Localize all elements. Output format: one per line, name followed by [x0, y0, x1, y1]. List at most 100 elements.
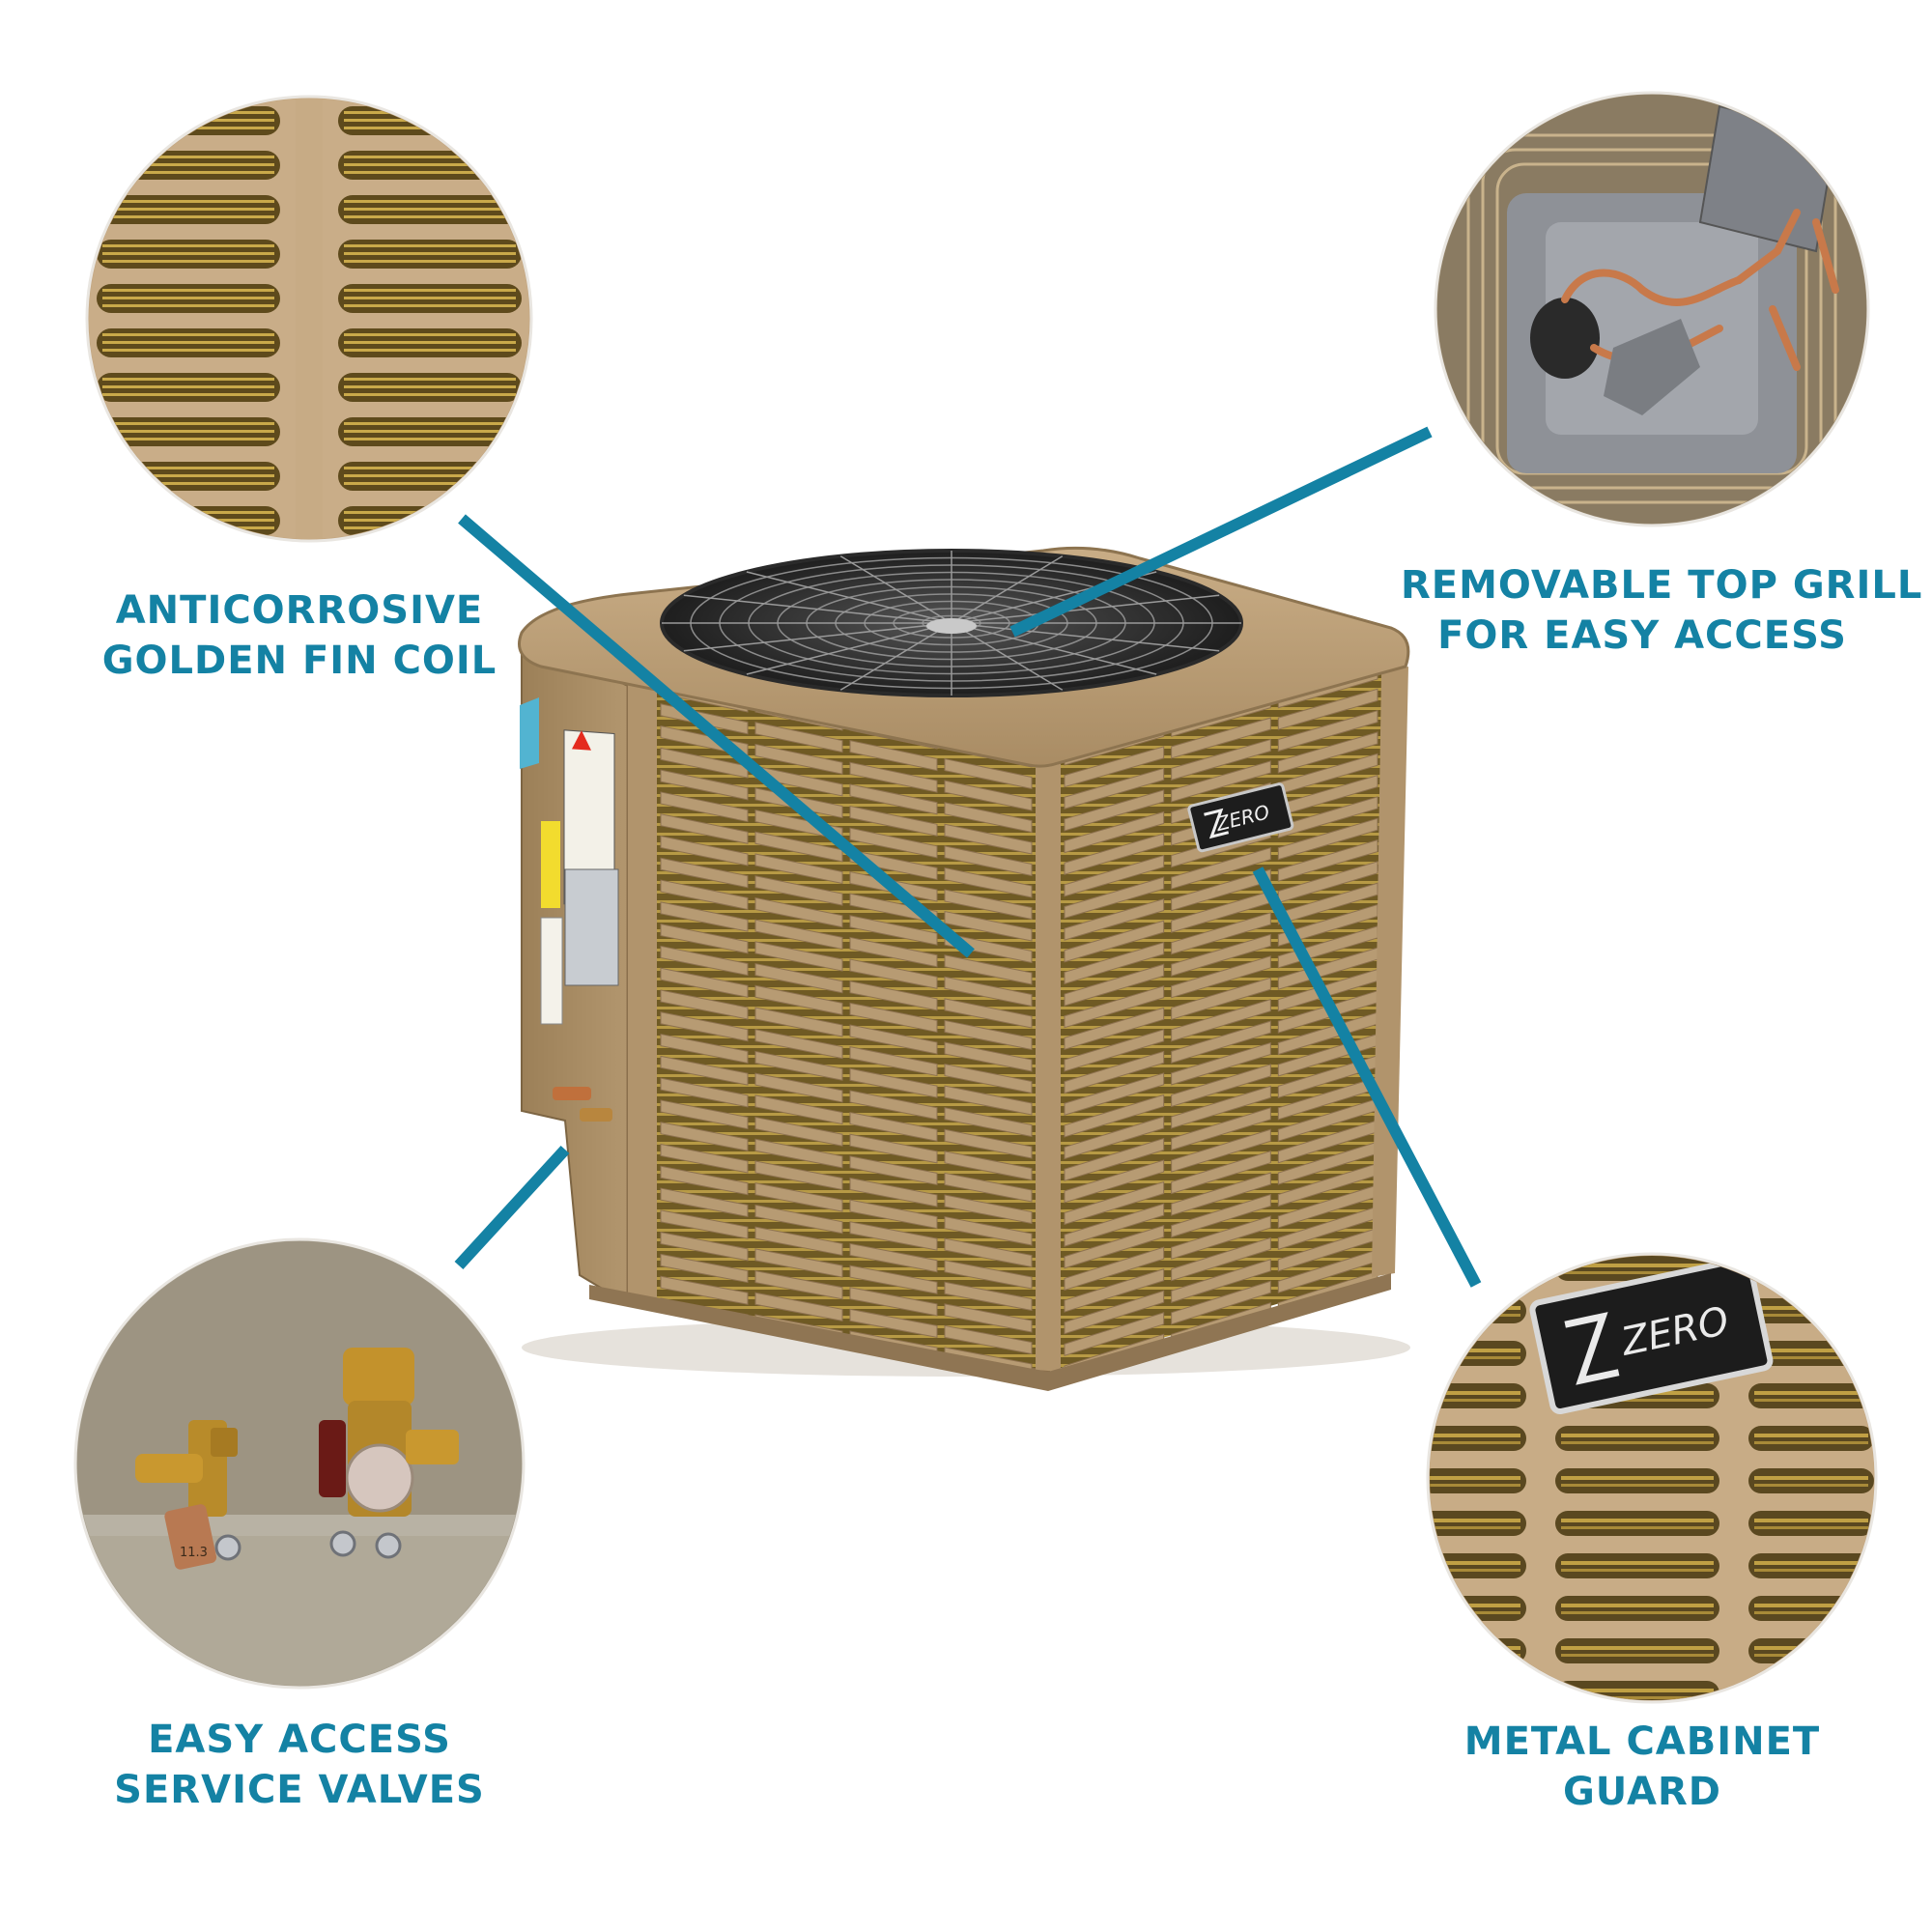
louver-bar — [754, 1072, 843, 1103]
louver-bar — [944, 1324, 1033, 1355]
louver-bar — [1277, 817, 1378, 861]
louver-bar — [1171, 1236, 1271, 1282]
louver-bar — [944, 976, 1033, 1008]
louver-bar — [944, 1085, 1033, 1116]
guard-slot — [1555, 1468, 1719, 1493]
louver-bar — [1064, 1246, 1165, 1292]
guard-slot — [1430, 1681, 1526, 1700]
louver-bar — [1277, 838, 1378, 882]
louver-bar — [849, 1242, 938, 1273]
louver-bar — [1171, 998, 1271, 1042]
louver-bar — [660, 967, 749, 998]
louver-bar — [944, 1303, 1033, 1333]
louver-bar — [944, 998, 1033, 1029]
service-valves-label: EASY ACCESS SERVICE VALVES — [97, 1715, 502, 1815]
guard-slot — [1748, 1468, 1874, 1493]
louver-bar — [944, 1281, 1033, 1312]
louver-bar — [660, 1099, 749, 1130]
louver-bar — [944, 845, 1033, 877]
louver-bar — [660, 1275, 749, 1305]
louver-bar — [1171, 933, 1271, 977]
fin-coil-label-line-1: ANTICORROSIVE — [115, 588, 484, 633]
louver-bar — [660, 1033, 749, 1065]
louver-bar — [660, 1011, 749, 1042]
louver-bar — [660, 1055, 749, 1086]
louver-bar — [1064, 1180, 1165, 1226]
louver-bar — [1277, 731, 1378, 774]
fan-guard-spoke — [839, 555, 952, 624]
louver-bar — [849, 1155, 938, 1186]
louver-bar — [944, 1019, 1033, 1051]
louver-bar — [660, 813, 749, 844]
louver-bar — [1064, 1116, 1165, 1160]
louver-bar — [849, 936, 938, 968]
louver-bar — [944, 889, 1033, 921]
louver-bar — [754, 1094, 843, 1125]
louver-bar — [754, 743, 843, 775]
fan-guard-spoke — [951, 622, 1157, 675]
louver-bar — [1064, 1094, 1165, 1138]
guard-slot — [1748, 1383, 1874, 1408]
louver-bar — [1064, 833, 1165, 875]
louver-bar — [754, 853, 843, 885]
louver-bar — [1064, 1224, 1165, 1269]
louver-bar — [849, 1221, 938, 1251]
louver-bar — [754, 1292, 843, 1321]
louver-bar — [849, 783, 938, 815]
louver-bar — [660, 835, 749, 867]
louver-bar — [1064, 789, 1165, 832]
louver-bar — [1064, 1268, 1165, 1313]
louver-bar — [849, 1067, 938, 1098]
louver-bar — [754, 1138, 843, 1169]
guard-slot — [1748, 1638, 1874, 1663]
louver-bar — [754, 919, 843, 951]
top-fan-guard — [660, 549, 1243, 697]
fan-guard-spoke — [683, 622, 952, 652]
guard-slot — [1430, 1468, 1526, 1493]
louver-bar — [754, 1029, 843, 1060]
guard-slot — [1748, 1426, 1874, 1451]
louver-bar — [849, 1264, 938, 1294]
louver-bar — [1064, 767, 1165, 810]
louver-bar — [1171, 1215, 1271, 1260]
guard-slot — [1748, 1511, 1874, 1536]
louver-bar — [1277, 796, 1378, 838]
louver-bar — [1064, 810, 1165, 854]
louver-bar — [1171, 977, 1271, 1020]
louver-bar — [944, 1063, 1033, 1094]
cabinet-guard-label-line-2: GUARD — [1562, 1770, 1722, 1814]
louver-bar — [1064, 876, 1165, 920]
cabinet-guard-label-line-1: METAL CABINET — [1463, 1719, 1821, 1764]
louver-bar — [944, 910, 1033, 942]
top-grill-label: REMOVABLE TOP GRILL FOR EASY ACCESS — [1401, 560, 1921, 661]
louver-bar — [754, 941, 843, 972]
louver-bar — [849, 980, 938, 1011]
louver-bar — [944, 802, 1033, 834]
louver-bar — [849, 915, 938, 946]
louver-bar — [1064, 920, 1165, 963]
top-grill-detail-photo — [1434, 91, 1870, 527]
louver-bar — [1064, 1290, 1165, 1335]
louver-bar — [849, 740, 938, 772]
fan-guard-spoke — [839, 622, 952, 691]
louver-bar — [849, 1046, 938, 1077]
louver-bar — [660, 1187, 749, 1218]
louver-bar — [1064, 1203, 1165, 1247]
louver-bar — [944, 1215, 1033, 1246]
louver-bar — [754, 1116, 843, 1147]
guard-slot — [1430, 1596, 1526, 1621]
louver-bar — [849, 805, 938, 837]
louver-bar — [660, 901, 749, 932]
louver-bar — [660, 945, 749, 977]
louver-bar — [660, 1209, 749, 1239]
louver-bar — [1277, 709, 1378, 753]
louver-bar — [1064, 985, 1165, 1029]
louver-bar — [1171, 912, 1271, 955]
louver-bar — [1064, 746, 1165, 788]
louver-bar — [754, 1269, 843, 1300]
suction-valve — [319, 1348, 459, 1517]
fan-guard-spoke — [746, 622, 952, 675]
louver-bar — [849, 1199, 938, 1230]
louver-bar — [1171, 1128, 1271, 1173]
louver-bar — [660, 1253, 749, 1284]
